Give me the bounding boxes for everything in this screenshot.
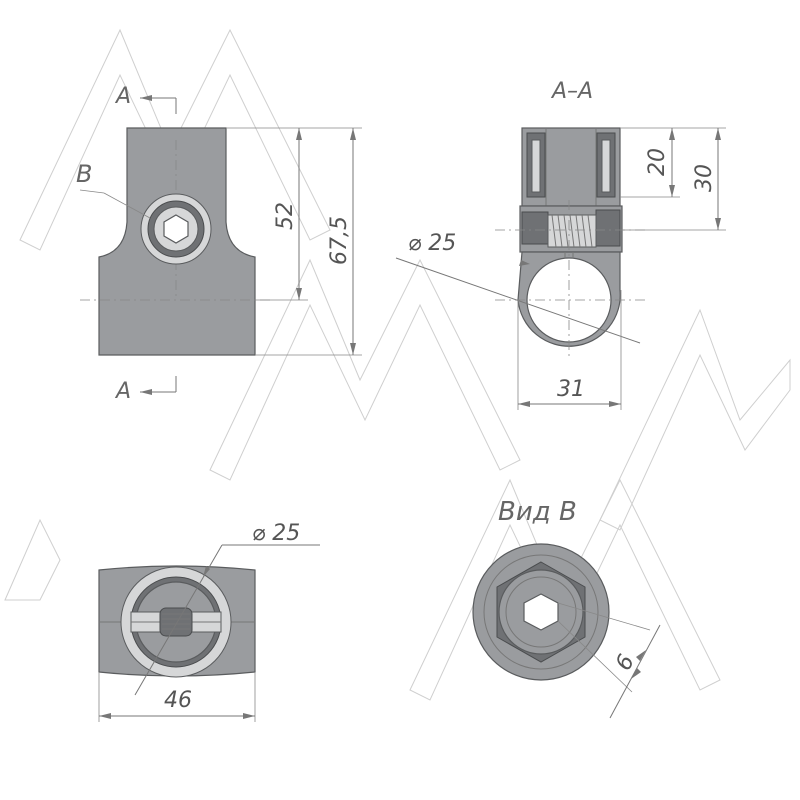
dim-front-height-inner: 52	[273, 202, 298, 230]
screw-thread	[547, 214, 597, 248]
dim-section-diameter: ⌀ 25	[408, 231, 456, 256]
section-marker-bottom: A	[114, 379, 131, 404]
front-view: A B A 52 67,5	[76, 84, 362, 404]
hex-socket-icon	[163, 214, 189, 244]
dim-bottom-width: 46	[164, 688, 192, 713]
bottom-screw-thread	[159, 607, 193, 637]
section-view-title: A–A	[550, 79, 593, 104]
dim-section-depth-total: 30	[692, 164, 717, 192]
detail-view-title: Вид B	[498, 497, 577, 527]
section-view: A–A ⌀	[395, 79, 726, 410]
section-marker-top: A	[114, 84, 131, 109]
detail-marker: B	[76, 160, 92, 188]
bottom-view: ⌀ 25 46	[98, 521, 320, 722]
dim-section-depth-inner: 20	[645, 148, 670, 176]
dim-section-width: 31	[557, 377, 585, 402]
dim-line-6	[609, 624, 661, 719]
dim-front-height-total: 67,5	[327, 216, 352, 265]
dim-bottom-diameter: ⌀ 25	[252, 521, 300, 546]
detail-view: Вид B 6	[472, 497, 661, 719]
